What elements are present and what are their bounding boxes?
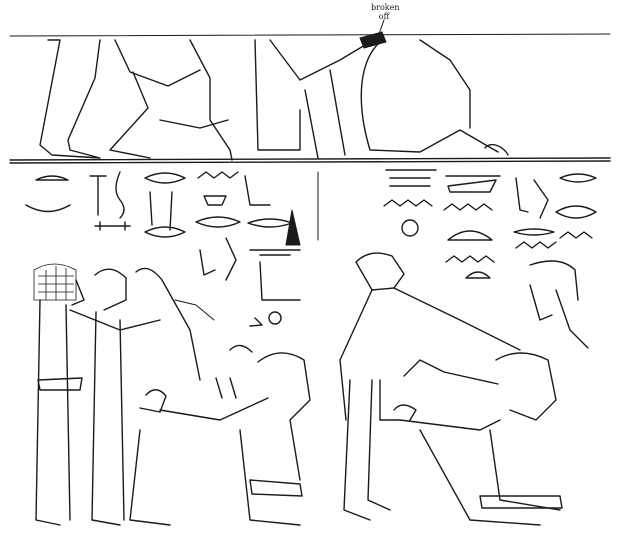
seated-man-legs: [129, 429, 301, 526]
glyph-water-2: [383, 199, 433, 207]
left-figure-arm: [114, 39, 201, 87]
glyph-snake: [529, 260, 579, 301]
middle-figure-legs: [304, 69, 346, 159]
center-figure-back: [189, 39, 233, 161]
standing-man-arm: [69, 309, 161, 331]
glyph-mouth: [144, 226, 186, 238]
glyph-eye-2: [555, 205, 597, 219]
glyph-mouth-2: [195, 216, 241, 228]
seated-man-kilt: [249, 479, 303, 497]
glyph-hare: [447, 230, 493, 241]
glyph-twisted-flax: [115, 171, 125, 219]
standing-man-body: [35, 299, 71, 526]
held-vessel: [139, 389, 167, 413]
left-seated-figure: [39, 39, 101, 159]
glyph-falcon: [555, 289, 589, 349]
hieroglyphs-right: [383, 169, 597, 349]
annotation-leader: [378, 19, 385, 35]
glyph-legs: [149, 191, 173, 231]
seated-man-head: [257, 352, 311, 481]
glyph-knot: [249, 317, 263, 327]
glyph-thorn: [285, 209, 301, 246]
face-left: [71, 279, 85, 306]
bottom-left-group: [33, 263, 311, 526]
arm-line: [174, 299, 215, 321]
glyph-pair: [215, 377, 237, 399]
annotation-line-2: off: [378, 12, 390, 21]
wig-texture: [38, 266, 74, 300]
top-register-border: [9, 33, 611, 37]
tall-figure-hip: [379, 379, 401, 421]
glyph-basin: [203, 195, 227, 206]
right-figure-arm: [419, 39, 471, 129]
register-ground-line: [9, 157, 611, 161]
second-head: [94, 268, 127, 311]
middle-figure-arm: [269, 39, 371, 81]
glyph-comb: [385, 169, 437, 187]
belt: [37, 377, 83, 391]
glyph-circle: [268, 311, 282, 325]
glyph-pole: [89, 175, 107, 216]
glyph-eye: [144, 172, 186, 184]
glyph-reed: [199, 249, 216, 276]
tall-figure-head: [355, 252, 405, 291]
top-register: [9, 31, 611, 164]
tall-figure-legs: [343, 379, 391, 521]
annotation-line-1: broken: [371, 3, 400, 12]
crouched-hand: [393, 404, 417, 421]
glyph-mouth-5: [513, 228, 555, 236]
glyph-fish: [445, 175, 501, 193]
seated-man-arm: [159, 397, 269, 421]
crouched-figure-thigh: [399, 419, 501, 431]
glyph-owl: [244, 175, 271, 206]
crouched-figure-head: [495, 352, 557, 421]
glyph-mouth-4: [559, 173, 597, 183]
glyph-water-4: [445, 255, 495, 263]
glyph-bird-3: [529, 284, 553, 321]
glyph-mouth-3: [247, 218, 293, 228]
glyph-bird-2: [259, 261, 301, 301]
glyph-basket: [25, 204, 71, 213]
left-figure-leg: [109, 71, 151, 159]
right-figure-hand: [484, 144, 509, 156]
annotation-broken-off: broken off: [371, 3, 400, 21]
right-seated-figure: [360, 41, 499, 153]
glyph-sun: [401, 219, 419, 237]
glyph-water: [197, 171, 239, 179]
hieroglyphs-left: [25, 171, 319, 327]
tall-figure-arm: [393, 287, 521, 351]
glyph-bread-2: [465, 271, 491, 279]
glyph-pot: [515, 177, 529, 213]
crouched-figure-kilt: [479, 495, 563, 509]
wig: [33, 263, 77, 301]
glyph-water-6: [559, 231, 593, 239]
broken-fragment: [359, 31, 387, 49]
glyph-bolt: [94, 221, 131, 231]
glyph-ibis: [533, 179, 549, 219]
glyph-bird: [225, 237, 237, 281]
crouched-figure-arm: [403, 359, 499, 385]
bottom-right-group: [339, 252, 563, 526]
glyph-water-5: [515, 241, 557, 249]
glyph-lines: [249, 249, 301, 256]
glyph-hand-hook: [229, 344, 253, 353]
second-figure-body: [91, 311, 125, 526]
tall-figure-back: [339, 289, 373, 421]
glyph-water-3: [443, 203, 493, 211]
raised-hands: [135, 267, 201, 381]
register-ground-line-2: [9, 160, 611, 164]
seat-block: [254, 39, 301, 151]
glyph-bread: [35, 175, 69, 181]
center-figure-kilt: [159, 119, 229, 129]
crouched-figure-legs: [419, 429, 561, 526]
